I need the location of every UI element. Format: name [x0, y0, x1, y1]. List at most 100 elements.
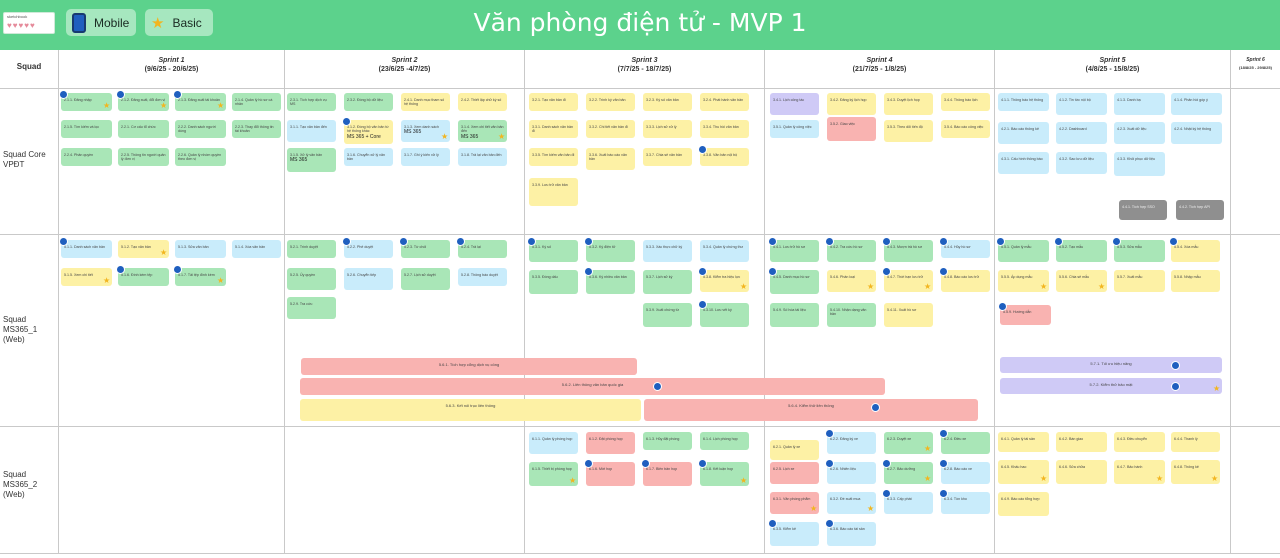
sticky-note[interactable]: 4.2.4. Nhật ký hệ thống: [1171, 122, 1222, 144]
sticky-note[interactable]: 3.5.4. Báo cáo công việc: [941, 120, 990, 138]
sticky-note[interactable]: 5.2.8. Thông báo duyệt: [458, 268, 507, 286]
sticky-note[interactable]: 5.5.3. Sửa mẫu: [1114, 240, 1165, 262]
sticky-note[interactable]: 6.3.6. Báo cáo tài sản: [827, 522, 876, 546]
sticky-note[interactable]: 2.2.5. Thông tin người quản lý đơn vị: [118, 148, 169, 166]
sticky-note[interactable]: 5.3.7. Lịch sử ký: [643, 270, 692, 294]
sticky-note[interactable]: 6.4.4. Thanh lý: [1171, 432, 1220, 452]
sticky-note[interactable]: 5.5.2. Tạo mẫu: [1056, 240, 1107, 262]
sticky-note[interactable]: 6.2.2. Đăng ký xe: [827, 432, 876, 454]
sticky-note[interactable]: 3.1.1. Tạo văn bản đến: [287, 120, 336, 142]
sticky-note[interactable]: 4.3.2. Sao lưu dữ liệu: [1056, 152, 1107, 174]
feature-bar[interactable]: 5.6.3. Kết nối trục liên thông: [300, 399, 641, 421]
sticky-note[interactable]: 5.4.5. Danh mục hồ sơ: [770, 270, 819, 294]
sticky-note[interactable]: 3.5.2. Giao việc: [827, 117, 876, 141]
sticky-note[interactable]: 6.2.3. Duyệt xe: [884, 432, 933, 454]
legend-mobile[interactable]: Mobile: [66, 9, 136, 36]
sticky-note[interactable]: 5.4.8. Báo cáo lưu trữ: [941, 270, 990, 292]
sticky-note[interactable]: 3.2.4. Phát hành văn bản: [700, 93, 749, 111]
sticky-note[interactable]: 6.1.1. Quản lý phòng họp: [529, 432, 578, 454]
sticky-note[interactable]: 6.3.2. Đề xuất mua: [827, 492, 876, 514]
feature-bar[interactable]: 5.7.1. Tối ưu hiệu năng: [1000, 357, 1222, 373]
sticky-note[interactable]: 3.3.8. Văn bản nội bộ: [700, 148, 749, 166]
sticky-note[interactable]: 6.4.2. Bàn giao: [1056, 432, 1107, 452]
sticky-note[interactable]: 5.3.6. Ký nhiều văn bản: [586, 270, 635, 294]
sticky-note[interactable]: 5.1.2. Tạo văn bản: [118, 240, 169, 258]
sticky-note[interactable]: 3.3.7. Chia sẻ văn bản: [643, 148, 692, 166]
sticky-note[interactable]: 2.1.2. Đăng xuất, đổi đơn vị: [118, 93, 169, 111]
sticky-note[interactable]: 5.3.3. Xác thực chữ ký: [643, 240, 692, 262]
sticky-note[interactable]: 4.1.3. Danh bạ: [1114, 93, 1165, 115]
sticky-note[interactable]: 5.5.7. Xuất mẫu: [1114, 270, 1165, 292]
sticky-note[interactable]: 5.4.11. Xuất hồ sơ: [884, 303, 933, 327]
sticky-note[interactable]: 5.3.4. Quản lý chứng thư: [700, 240, 749, 262]
sticky-note[interactable]: 5.1.5. Xem chi tiết: [61, 268, 112, 286]
sticky-note[interactable]: 3.4.1. Lịch công tác: [770, 93, 819, 115]
sticky-note[interactable]: 6.2.1. Quản lý xe: [770, 440, 819, 460]
sticky-note[interactable]: 5.5.8. Nhập mẫu: [1171, 270, 1220, 292]
sticky-note[interactable]: 5.5.6. Chia sẻ mẫu: [1056, 270, 1107, 292]
app-logo[interactable]: sketchbook ♥♥♥♥♥: [3, 12, 55, 34]
sticky-note[interactable]: 6.4.5. Khấu hao: [998, 460, 1049, 484]
sticky-note[interactable]: 2.2.1. Cơ cấu tổ chức: [118, 120, 169, 138]
sticky-note[interactable]: 2.4.2. Thiết lập chữ ký số: [458, 93, 507, 111]
sticky-note[interactable]: 6.2.4. Điều xe: [941, 432, 990, 454]
sticky-note[interactable]: 3.2.1. Tạo văn bản đi: [529, 93, 578, 111]
sticky-note[interactable]: 3.3.6. Xuất báo cáo văn bản: [586, 148, 635, 170]
sticky-note[interactable]: 5.4.3. Mượn trả hồ sơ: [884, 240, 933, 262]
sticky-note[interactable]: 3.4.2. Đăng ký lịch họp: [827, 93, 876, 115]
sticky-note[interactable]: 2.1.3. Đăng xuất tài khoản: [175, 93, 226, 111]
sticky-note[interactable]: 6.2.5. Lịch xe: [770, 462, 819, 484]
sticky-note[interactable]: 3.4.4. Thông báo lịch: [941, 93, 990, 111]
sticky-note[interactable]: 4.3.1. Cấu hình thông báo: [998, 152, 1049, 174]
sticky-note[interactable]: 3.3.3. Lịch sử xử lý: [643, 120, 692, 138]
feature-bar[interactable]: 5.6.2. Liên thông văn bản quốc gia: [300, 378, 885, 395]
sticky-note[interactable]: 2.4.1. Danh mục tham số hệ thống: [401, 93, 450, 111]
feature-bar[interactable]: 5.6.1. Tích hợp cổng dịch vụ công: [301, 358, 637, 375]
sticky-note[interactable]: 3.2.3. Ký số văn bản: [643, 93, 692, 111]
sticky-note[interactable]: 3.5.1. Quản lý công việc: [770, 120, 819, 138]
sticky-note[interactable]: 5.1.1. Danh sách văn bản: [61, 240, 112, 258]
sticky-note[interactable]: 6.1.3. Hủy đặt phòng: [643, 432, 692, 450]
feature-bar[interactable]: 5.6.4. Kiểm thử liên thông: [644, 399, 978, 421]
sticky-note[interactable]: 5.5.9. Hướng dẫn: [1000, 305, 1051, 325]
sticky-note[interactable]: 5.2.4. Trả lại: [458, 240, 507, 258]
sticky-note[interactable]: 5.4.1. Lưu trữ hồ sơ: [770, 240, 819, 262]
sticky-note[interactable]: 3.5.3. Theo dõi tiến độ: [884, 120, 933, 142]
sticky-note[interactable]: 6.1.4. Lịch phòng họp: [700, 432, 749, 450]
sticky-note[interactable]: 4.1.2. Tin tức nội bộ: [1056, 93, 1107, 115]
sticky-note[interactable]: 3.1.6. Chuyển xử lý văn bản: [344, 148, 393, 166]
sticky-note[interactable]: 6.4.6. Sửa chữa: [1056, 460, 1107, 484]
sticky-note[interactable]: 6.3.1. Văn phòng phẩm: [770, 492, 819, 514]
sticky-note[interactable]: 2.2.2. Danh sách người dùng: [175, 120, 226, 138]
sticky-note[interactable]: 2.2.4. Phân quyền: [61, 148, 112, 166]
sticky-note[interactable]: 5.2.1. Trình duyệt: [287, 240, 336, 258]
sticky-note[interactable]: 5.3.10. Lưu vết ký: [700, 303, 749, 327]
sticky-note[interactable]: 4.2.3. Xuất dữ liệu: [1114, 122, 1165, 144]
sticky-note[interactable]: 6.1.6. Mời họp: [586, 462, 635, 486]
sticky-note[interactable]: 3.3.1. Danh sách văn bản đi: [529, 120, 578, 138]
sticky-note[interactable]: 5.3.8. Kiểm tra hiệu lực: [700, 270, 749, 292]
sticky-note[interactable]: 4.2.2. Dashboard: [1056, 122, 1107, 144]
sticky-note[interactable]: 6.4.7. Bảo hành: [1114, 460, 1165, 484]
sticky-note[interactable]: 6.1.5. Thiết bị phòng họp: [529, 462, 578, 486]
sticky-note[interactable]: 6.1.2. Đặt phòng họp: [586, 432, 635, 454]
sticky-note[interactable]: 6.4.3. Điều chuyển: [1114, 432, 1165, 452]
sticky-note[interactable]: 2.1.5. Tìm kiếm và lọc: [61, 120, 112, 138]
sticky-note[interactable]: 2.2.3. Thay đổi thông tin tài khoản: [232, 120, 281, 138]
sticky-note[interactable]: 6.2.7. Bảo dưỡng: [884, 462, 933, 484]
sticky-note[interactable]: 4.2.1. Báo cáo thống kê: [998, 122, 1049, 144]
sticky-note[interactable]: 6.3.3. Cấp phát: [884, 492, 933, 514]
sticky-note[interactable]: 3.3.9. Lưu trữ văn bản: [529, 178, 578, 206]
sticky-note[interactable]: 5.3.9. Xuất chứng từ: [643, 303, 692, 327]
sticky-note[interactable]: 6.1.8. Kết luận họp: [700, 462, 749, 486]
sticky-note[interactable]: 2.2.6. Quản lý nhóm quyền theo đơn vị: [175, 148, 226, 166]
sticky-note[interactable]: 2.1.1. Đăng nhập: [61, 93, 112, 111]
sticky-note[interactable]: 4.3.3. Khôi phục dữ liệu: [1114, 152, 1165, 176]
sticky-note[interactable]: 5.2.2. Phê duyệt: [344, 240, 393, 258]
sticky-note[interactable]: 5.2.3. Từ chối: [401, 240, 450, 258]
sticky-note[interactable]: 3.2.2. Trình ký văn bản: [586, 93, 635, 111]
sticky-note[interactable]: 3.1.7. Ghi ý kiến xử lý: [401, 148, 450, 166]
